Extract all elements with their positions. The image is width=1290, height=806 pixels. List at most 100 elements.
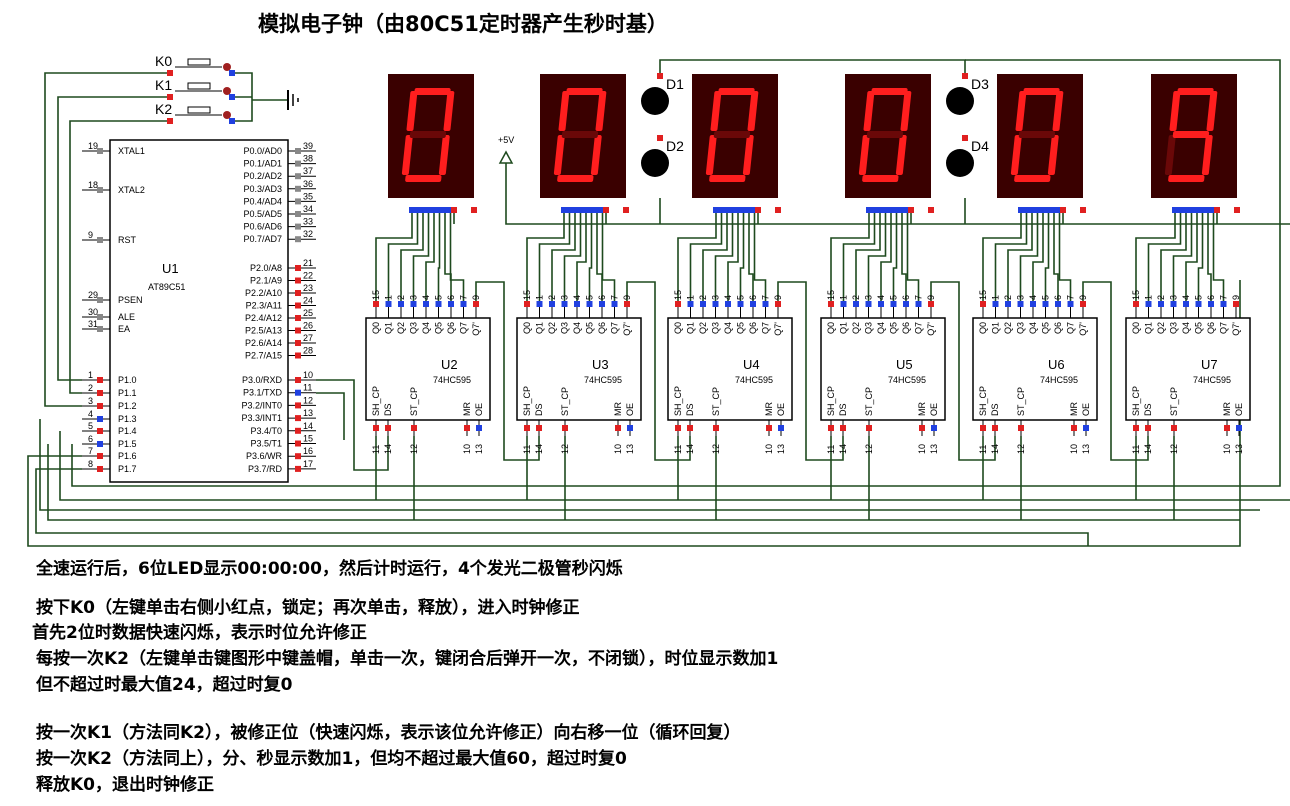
mcu-pin-name: P3.2/INT0 (241, 400, 282, 410)
wire (901, 212, 907, 302)
sr-pin-name: ST_CP (1169, 387, 1179, 416)
pin-terminal (740, 207, 747, 213)
shift-register-body (972, 317, 1098, 421)
pin-terminal (385, 301, 392, 307)
led-label: D1 (666, 76, 684, 92)
sr-pin-number: 15 (826, 290, 836, 300)
sr-pin-number: 4 (723, 295, 733, 300)
mcu-pin-number: 28 (303, 346, 313, 356)
supply-label: +5V (498, 135, 514, 145)
sr-pin-name: Q1 (839, 322, 849, 334)
sr-pin-name: Q5 (736, 322, 746, 334)
wire (538, 212, 571, 302)
sr-pin-number: 7 (1066, 295, 1076, 300)
segment (895, 135, 907, 175)
pin-terminal (588, 207, 595, 213)
note-line: 按一次K2（方法同上），分、秒显示数加1，但均不超过最大值60，超过时复0 (36, 749, 627, 769)
pin-terminal (536, 425, 542, 431)
pin-terminal (167, 118, 173, 124)
pin-terminal (167, 94, 173, 100)
sr-pin-number: 5 (434, 295, 444, 300)
wire (830, 212, 870, 302)
pin-terminal (448, 301, 454, 307)
sr-pin-name: Q3 (711, 322, 721, 334)
pin-terminal (603, 207, 609, 213)
sr-pin-name: Q0 (673, 322, 683, 334)
mcu-pin-name: P0.3/AD3 (243, 184, 282, 194)
pin-terminal (295, 327, 301, 334)
wire (748, 212, 754, 302)
sr-pin-name: OE (776, 403, 786, 416)
wire (596, 212, 603, 302)
note-line: 每按一次K2（左键单击键图形中键盖帽，单击一次，键闭合后弹开一次，不闭锁），时位… (36, 649, 779, 669)
sr-pin-name: SH_CP (673, 386, 683, 416)
led-icon (946, 149, 974, 177)
segment (1172, 131, 1210, 138)
wire (659, 59, 966, 74)
pin-terminal (1170, 301, 1177, 307)
pin-terminal (1208, 301, 1214, 307)
pin-terminal (1005, 301, 1011, 307)
sr-pin-number: 2 (1003, 295, 1013, 300)
segment (710, 91, 722, 131)
pin-terminal (1171, 425, 1177, 431)
sr-pin-name: Q5 (585, 322, 595, 334)
pin-terminal (624, 301, 630, 307)
mcu-pin-number: 1 (88, 370, 93, 380)
pin-terminal (1055, 301, 1061, 307)
mcu-pin-name: P2.1/A9 (250, 276, 282, 286)
mcu-pin-number: 37 (303, 166, 313, 176)
pin-terminal (295, 198, 301, 205)
shift-register-ref: U2 (441, 357, 458, 372)
pin-terminal (1183, 301, 1189, 307)
sr-pin-number: 12 (1169, 444, 1179, 454)
pin-terminal (762, 301, 769, 307)
mcu-pin-number: 26 (303, 321, 313, 331)
pin-terminal (992, 301, 999, 307)
pin-terminal (623, 207, 629, 213)
sr-pin-number: 10 (613, 444, 623, 454)
sr-pin-name: ST_CP (864, 387, 874, 416)
sr-pin-name: Q3 (864, 322, 874, 334)
sr-pin-number: 6 (901, 295, 911, 300)
mcu-pin-number: 17 (303, 459, 313, 469)
sr-pin-name: Q4 (723, 322, 733, 334)
wire (1044, 212, 1050, 302)
parts-layer: U1AT89C51XTAL119XTAL218RST9PSEN29ALE30EA… (82, 53, 1251, 483)
pin-terminal (865, 301, 872, 307)
sr-pin-number: 6 (748, 295, 758, 300)
sr-pin-name: Q3 (409, 322, 419, 334)
segment (1164, 135, 1176, 175)
wire (1197, 212, 1204, 302)
pin-terminal (295, 211, 301, 217)
sr-pin-name: ST_CP (409, 387, 419, 416)
led-icon (946, 87, 974, 115)
mcu-body (109, 139, 289, 483)
segment (1177, 88, 1214, 95)
pin-terminal (615, 425, 621, 431)
mcu-pin-number: 14 (303, 421, 313, 431)
wire (588, 212, 593, 302)
button-label: K2 (155, 101, 172, 117)
mcu-pin-number: 15 (303, 434, 313, 444)
segment (595, 91, 607, 131)
mcu-pin-name: P1.4 (118, 426, 137, 436)
pin-terminal (766, 425, 772, 431)
segment (409, 131, 447, 138)
mcu-pin-name: RST (118, 235, 137, 245)
sr-pin-name: Q7 (610, 322, 620, 334)
sr-pin-number: 2 (396, 295, 406, 300)
pin-terminal (295, 427, 301, 434)
mcu-pin-number: 24 (303, 296, 313, 306)
pin-terminal (1199, 207, 1206, 213)
pin-terminal (866, 425, 872, 431)
wire (1135, 212, 1176, 302)
pin-terminal (295, 402, 301, 409)
pin-terminal (414, 207, 421, 213)
mcu-pin-name: P2.3/A11 (246, 301, 282, 311)
mcu-pin-name: P2.6/A14 (245, 338, 282, 348)
pin-terminal (373, 425, 379, 431)
pin-terminal (373, 301, 379, 307)
pin-terminal (599, 207, 606, 213)
sr-pin-number: 2 (698, 295, 708, 300)
